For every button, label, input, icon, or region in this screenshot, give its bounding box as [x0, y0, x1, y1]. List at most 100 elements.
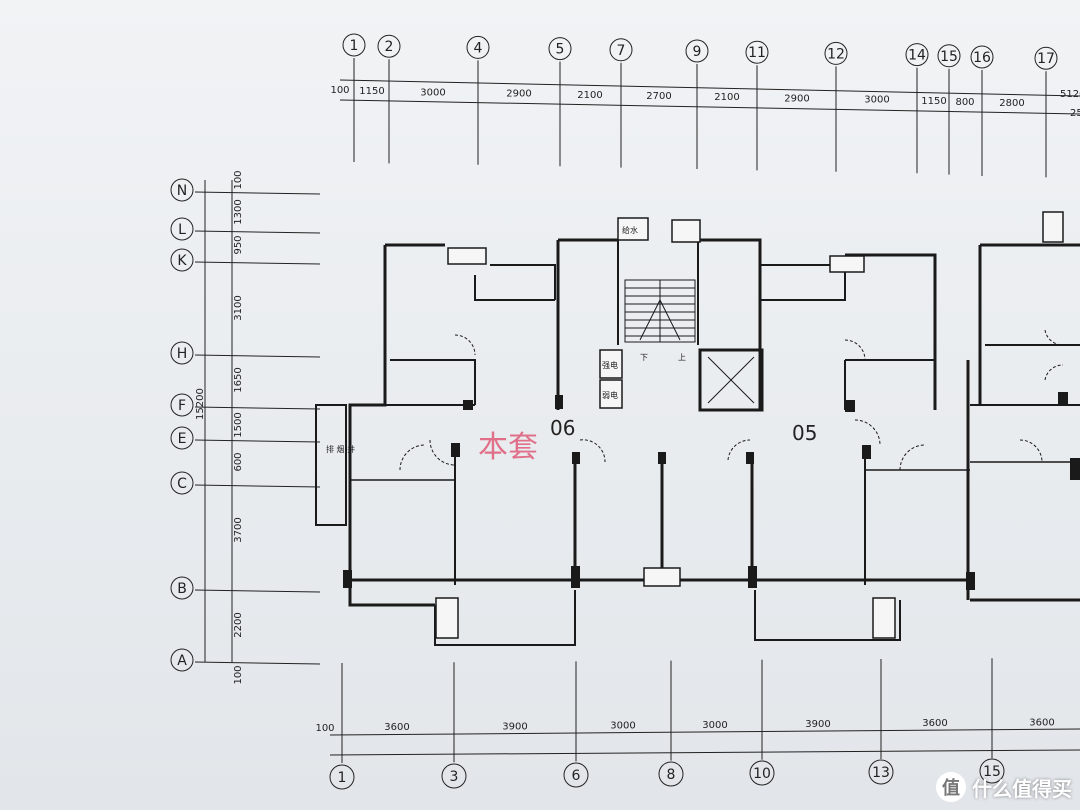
- left-axis-L-circle: [170, 217, 194, 241]
- bottom-dim-label: 3000: [702, 720, 727, 731]
- left-axis-F-text: F: [178, 398, 186, 414]
- left-axis-line: [194, 439, 321, 443]
- left-axis-E: E: [170, 426, 194, 450]
- top-dim-label: 2800: [999, 98, 1024, 109]
- top-axis-16-circle: [970, 45, 994, 69]
- column: [463, 400, 473, 410]
- top-axis-17-text: 17: [1037, 51, 1055, 67]
- left-axis-B-circle: [170, 576, 194, 600]
- staircase: [624, 279, 696, 343]
- left-dim-label: 1650: [233, 367, 244, 392]
- bottom-dim-label: 100: [315, 723, 334, 734]
- wall-left-balc-bottom: [434, 590, 576, 646]
- columns: [343, 392, 1080, 590]
- bottom-dim-label: 3000: [610, 721, 635, 732]
- ac-unit: [447, 247, 487, 265]
- wall-left-balcony: [490, 264, 556, 300]
- bottom-axis-3-text: 3: [450, 769, 459, 785]
- left-axis-C-circle: [170, 471, 194, 495]
- smoke-shaft: [315, 404, 347, 526]
- top-axis-5: 5: [548, 37, 572, 61]
- column: [658, 452, 666, 464]
- top-dim-label: 2100: [714, 92, 739, 103]
- ac-unit: [872, 597, 896, 639]
- top-axis-9-text: 9: [693, 44, 702, 60]
- column: [555, 395, 563, 409]
- top-axis-12-circle: [824, 41, 848, 65]
- left-axis-line: [194, 661, 321, 665]
- bottom-axis-8-circle: [658, 761, 684, 787]
- water-supply-label: 给水: [622, 225, 638, 235]
- bottom-axis-1: 1: [329, 764, 355, 790]
- bottom-dimension-line-2: [329, 749, 1080, 756]
- door-swings: [399, 329, 1064, 471]
- left-axis-C-text: C: [177, 476, 187, 492]
- bottom-axis-10-circle: [749, 760, 775, 786]
- door-swing: [727, 439, 751, 461]
- top-axis-11: 11: [745, 40, 769, 64]
- top-axis-15-circle: [937, 44, 961, 68]
- left-total-dim: 15200: [195, 388, 206, 420]
- top-axis-16: 16: [970, 45, 994, 69]
- bottom-axis-1-text: 1: [338, 770, 347, 786]
- bottom-axis-10: 10: [749, 760, 775, 786]
- stair-down-label: 下: [640, 353, 648, 362]
- top-axis-2-circle: [377, 34, 401, 58]
- bottom-axis-3: 3: [441, 763, 467, 789]
- top-axis-9-circle: [685, 39, 709, 63]
- top-axis-5-circle: [548, 37, 572, 61]
- left-axis-N-text: N: [177, 183, 187, 199]
- left-axis-C: C: [170, 471, 194, 495]
- elevator-shaft: [698, 348, 764, 412]
- left-axis-line: [194, 261, 321, 265]
- wall-left-room: [390, 359, 476, 405]
- left-dim-label: 2200: [233, 612, 244, 637]
- left-axis-A-text: A: [177, 653, 187, 669]
- pipe-box: [617, 217, 649, 241]
- weak-power-label: 弱电: [602, 390, 618, 400]
- column: [966, 572, 975, 590]
- left-axis-L: L: [170, 217, 194, 241]
- bottom-dim-label: 3600: [384, 722, 409, 733]
- top-axis-1-text: 1: [350, 38, 359, 54]
- top-axis-11-circle: [745, 40, 769, 64]
- wall-left-outer: [348, 245, 435, 607]
- top-axis-2: 2: [377, 34, 401, 58]
- left-dim-label: 1300: [233, 199, 244, 224]
- bottom-axis-6: 6: [563, 762, 589, 788]
- top-axis-1: 1: [342, 33, 366, 57]
- column: [571, 566, 580, 588]
- stair-up-label: 上: [678, 353, 686, 362]
- left-dim-label: 3700: [233, 517, 244, 542]
- left-axis-A-circle: [170, 648, 194, 672]
- left-axis-K-circle: [170, 248, 194, 272]
- top-axis-4-text: 4: [474, 40, 483, 56]
- wall-right-top: [845, 253, 937, 410]
- elevator-cross-2: [707, 356, 755, 404]
- top-axis-11-text: 11: [748, 45, 766, 61]
- top-axis-7-text: 7: [617, 43, 626, 59]
- bottom-axis-15-text: 15: [983, 764, 1001, 780]
- top-axis-16-text: 16: [973, 50, 991, 66]
- left-dim-label: 3100: [233, 295, 244, 320]
- left-axis-line: [194, 406, 321, 410]
- elec-box-1: [599, 349, 623, 379]
- ac-unit: [829, 255, 865, 273]
- unit-label-06: 06: [550, 416, 575, 440]
- left-axis-F-circle: [170, 393, 194, 417]
- ac-unit: [435, 597, 459, 639]
- top-dim-label: 1150: [921, 96, 946, 107]
- top-axis-15: 15: [937, 44, 961, 68]
- top-axis-5-text: 5: [556, 42, 565, 58]
- left-axis-E-circle: [170, 426, 194, 450]
- left-dim-label: 100: [233, 665, 244, 684]
- left-axis-H-text: H: [177, 346, 188, 362]
- top-dim-label: 2100: [577, 90, 602, 101]
- wall-right-balc-bottom: [754, 590, 901, 641]
- door-swing: [1044, 329, 1064, 346]
